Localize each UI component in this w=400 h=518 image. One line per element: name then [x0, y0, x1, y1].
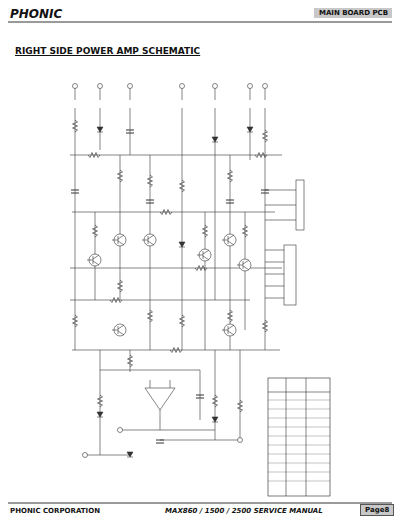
table-row — [268, 427, 330, 428]
resistor-symbol — [118, 170, 123, 182]
resistor-symbol — [228, 170, 233, 182]
terminal — [238, 438, 243, 443]
table-row — [268, 481, 330, 482]
diode-symbol — [247, 127, 253, 132]
resistor-symbol — [93, 225, 98, 237]
header-rule — [8, 22, 392, 23]
terminal — [213, 84, 218, 89]
transistor-leads — [87, 255, 99, 265]
table-row — [268, 436, 330, 437]
capacitor-symbol — [146, 200, 154, 203]
diode-symbol — [212, 417, 218, 422]
brand-logo: PHONIC — [10, 7, 62, 21]
page-title: RIGHT SIDE POWER AMP SCHEMATIC — [15, 46, 200, 56]
diode-symbol — [179, 242, 185, 247]
diode-symbol — [97, 127, 103, 132]
amp-schematic — [70, 84, 330, 497]
terminal — [128, 84, 133, 89]
resistor-symbol — [203, 225, 208, 237]
resistor-symbol — [73, 315, 78, 327]
capacitor-symbol — [226, 200, 234, 203]
resistor-symbol — [118, 280, 123, 292]
resistor-symbol — [98, 395, 103, 407]
table-row — [268, 409, 330, 410]
resistor-symbol — [73, 120, 78, 132]
transistor-leads — [197, 250, 209, 260]
node-text: MAIN BOARD PCB — [318, 9, 388, 17]
page-number-box: Page8 — [360, 504, 394, 516]
resistor-symbol — [88, 153, 100, 158]
transistor-leads — [222, 235, 234, 245]
resistor-symbol — [170, 348, 182, 353]
transistor-leads — [112, 235, 124, 245]
resistor-symbol — [213, 395, 218, 407]
resistor-symbol — [148, 175, 153, 187]
resistor-symbol — [195, 266, 207, 271]
diode-symbol — [212, 137, 218, 142]
table-row — [268, 418, 330, 419]
footer-manual: MAX860 / 1500 / 2500 SERVICE MANUAL — [165, 507, 323, 515]
table-row — [268, 454, 330, 455]
resistor-symbol — [128, 355, 133, 367]
footer-company: PHONIC CORPORATION — [10, 507, 100, 515]
wire — [130, 88, 131, 100]
resistor-symbol — [180, 180, 185, 192]
capacitor-symbol — [126, 130, 134, 133]
resistor-symbol — [243, 225, 248, 237]
wire — [75, 88, 76, 100]
resistor-symbol — [263, 320, 268, 332]
terminal — [118, 428, 123, 433]
wire — [100, 88, 101, 100]
node-text: Page8 — [365, 506, 389, 514]
resistor-symbol — [238, 400, 243, 412]
terminal — [73, 84, 78, 89]
diode-symbol — [127, 452, 133, 457]
wire — [182, 88, 183, 100]
header-tag: MAIN BOARD PCB — [314, 8, 392, 18]
terminal — [180, 84, 185, 89]
wire — [250, 88, 251, 100]
diode-symbol — [97, 412, 103, 417]
capacitor-symbol — [71, 190, 79, 193]
capacitor-symbol — [261, 190, 269, 193]
capacitor-symbol — [156, 440, 164, 443]
wire — [215, 88, 216, 100]
terminal — [248, 84, 253, 89]
transistor-leads — [112, 325, 124, 335]
resistor-symbol — [263, 130, 268, 142]
resistor-symbol — [148, 310, 153, 322]
table-row — [268, 445, 330, 446]
resistor-symbol — [255, 153, 267, 158]
resistor-symbol — [110, 298, 122, 303]
footer-rule — [8, 503, 392, 504]
resistor-symbol — [228, 310, 233, 322]
table-row — [268, 463, 330, 464]
capacitor-symbol — [196, 395, 204, 398]
transistor-leads — [222, 325, 234, 335]
resistor-symbol — [180, 315, 185, 327]
wire — [265, 88, 266, 100]
terminal — [263, 84, 268, 89]
terminal — [83, 453, 88, 458]
transistor-leads — [142, 235, 154, 245]
resistor-symbol — [160, 210, 172, 215]
table-row — [268, 472, 330, 473]
transistor-leads — [237, 260, 249, 270]
terminal — [98, 84, 103, 89]
table-row — [268, 400, 330, 401]
